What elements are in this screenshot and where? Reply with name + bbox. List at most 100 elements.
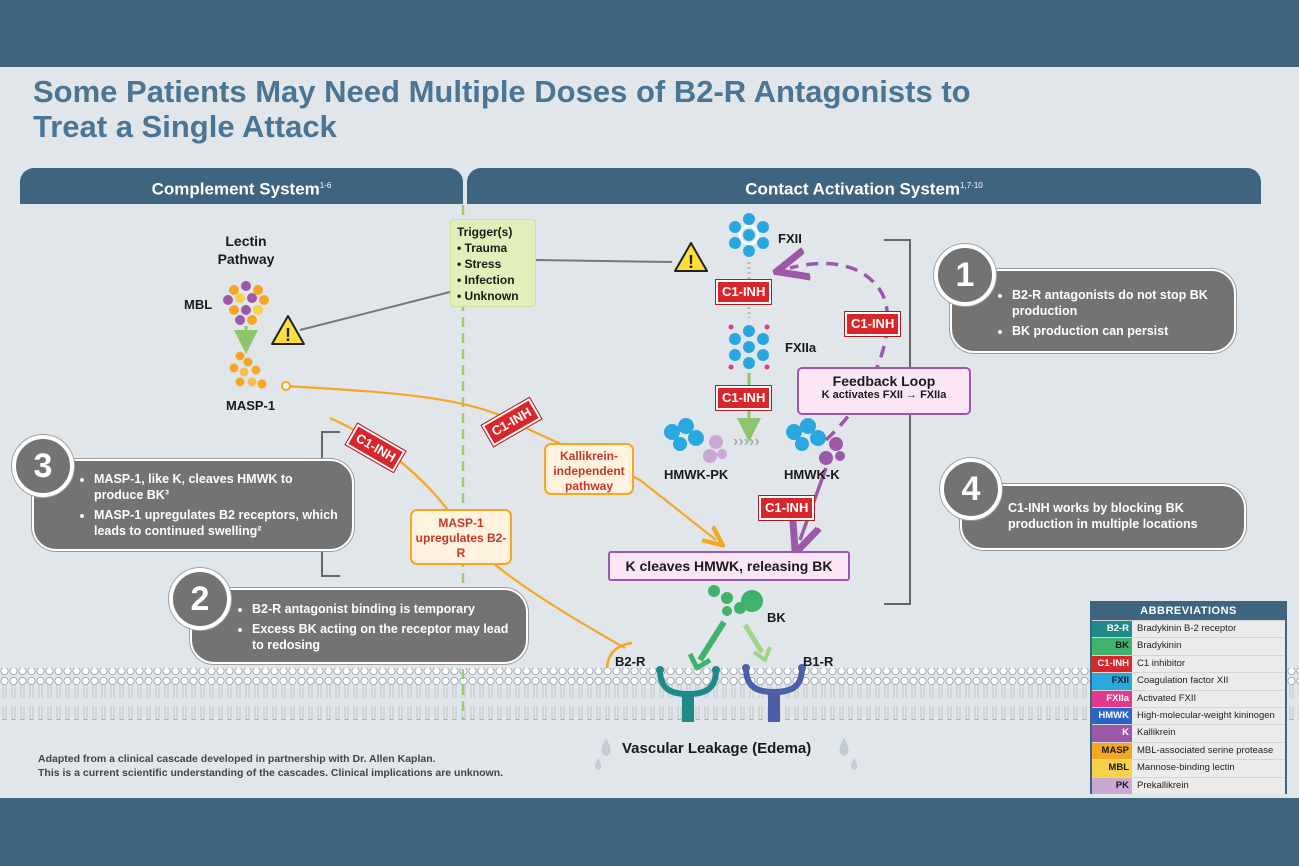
abbreviation-row: B2-R Bradykinin B-2 receptor	[1092, 620, 1285, 638]
b1r-receptor-icon	[742, 664, 806, 722]
abbreviation-description: Bradykinin B-2 receptor	[1137, 623, 1237, 634]
abbreviation-code: PK	[1092, 777, 1132, 794]
abbreviation-code: BK	[1092, 638, 1132, 655]
trigger-box: Trigger(s) Trauma Stress Infection Unkno…	[450, 219, 536, 307]
callout-1: B2-R antagonists do not stop BK producti…	[950, 269, 1236, 353]
kallikrein-independent-text: Kallikrein-independent pathway	[553, 449, 625, 493]
masp-upregulates-text: MASP-1 upregulates B2-R	[415, 516, 507, 560]
c1-inh-badge: C1-INH	[714, 385, 773, 411]
abbreviation-code: MBL	[1092, 760, 1132, 777]
tab-complement-label: Complement System	[151, 179, 320, 199]
k-cleaves-box: K cleaves HMWK, releasing BK	[608, 551, 850, 581]
lectin-pathway-label: Lectin Pathway	[217, 233, 275, 267]
callout-2: B2-R antagonist binding is temporary Exc…	[190, 588, 528, 664]
trigger-line-lectin	[299, 291, 451, 331]
fxii-label: FXII	[778, 231, 802, 246]
fxiia-molecule-icon	[728, 324, 770, 370]
abbreviation-description: Activated FXII	[1137, 692, 1197, 704]
callout-3-number: 3	[12, 435, 74, 497]
fxiia-label: FXIIa	[785, 340, 817, 355]
abbreviation-description: Prekallikrein	[1137, 779, 1189, 791]
callout-4-list: C1-INH works by blocking BK production i…	[1008, 500, 1230, 532]
feedback-loop-arrow	[790, 263, 890, 442]
b2r-label: B2-R	[615, 654, 646, 669]
callout-4-item: C1-INH works by blocking BK production i…	[1008, 501, 1198, 531]
trigger-item: Trauma	[457, 240, 529, 256]
tab-complement-ref: 1-6	[319, 181, 332, 190]
callout-2-number: 2	[169, 568, 231, 630]
vascular-leakage-label: Vascular Leakage (Edema)	[622, 740, 812, 757]
hmwk-pk-label: HMWK-PK	[664, 467, 729, 482]
tab-contact-activation-system: Contact Activation System1,7-10	[467, 168, 1261, 204]
bk-to-b1r-arrow	[742, 623, 765, 654]
callout-3-item: MASP-1, like K, cleaves HMWK to produce …	[94, 471, 338, 503]
feedback-loop-box: Feedback Loop K activates FXII → FXIIa	[797, 367, 971, 415]
callout-3-list: MASP-1, like K, cleaves HMWK to produce …	[80, 471, 338, 539]
warning-icon: !	[674, 242, 708, 272]
masp1-molecule-icon	[229, 351, 267, 389]
trigger-item: Unknown	[457, 288, 529, 304]
abbreviation-description: Bradykinin	[1137, 640, 1182, 652]
svg-text:!: !	[688, 252, 694, 272]
feedback-loop-subtitle: K activates FXII → FXIIa	[821, 389, 947, 401]
tab-contact-label: Contact Activation System	[745, 179, 961, 199]
callout-2-item: Excess BK acting on the receptor may lea…	[252, 621, 512, 653]
abbreviation-description: MBL-associated serine protease	[1137, 744, 1274, 756]
abbreviation-code: C1-INH	[1092, 655, 1132, 673]
abbreviation-row: MBL Mannose-binding lectin	[1092, 759, 1285, 777]
callout-2-item: B2-R antagonist binding is temporary	[252, 601, 512, 617]
trigger-list: Trauma Stress Infection Unknown	[457, 240, 529, 304]
footnote: Adapted from a clinical cascade develope…	[38, 752, 503, 780]
c1-inh-badge: C1-INH	[757, 495, 816, 521]
abbreviation-description: Mannose-binding lectin	[1137, 762, 1235, 774]
footnote-line-1: Adapted from a clinical cascade develope…	[38, 753, 436, 765]
trigger-line-contact	[535, 259, 673, 263]
callout-4: C1-INH works by blocking BK production i…	[960, 484, 1246, 550]
abbreviation-row: FXIIa Activated FXII	[1092, 689, 1285, 707]
tab-complement-system: Complement System1-6	[20, 168, 463, 204]
masp-upregulates-box: MASP-1 upregulates B2-R	[410, 509, 512, 565]
hmwk-conversion-chevrons: ›››››	[733, 433, 760, 450]
trigger-title: Trigger(s)	[457, 225, 513, 239]
callout-4-number: 4	[940, 458, 1002, 520]
abbreviation-code: HMWK	[1092, 707, 1132, 725]
abbreviation-code: FXIIa	[1092, 690, 1132, 707]
c1-inh-badge: C1-INH	[843, 311, 902, 337]
abbreviation-code: B2-R	[1092, 621, 1132, 638]
abbreviation-description: Coagulation factor XII	[1137, 675, 1229, 687]
callout-3: MASP-1, like K, cleaves HMWK to produce …	[32, 459, 354, 551]
callout-1-list: B2-R antagonists do not stop BK producti…	[998, 287, 1220, 339]
svg-text:!: !	[285, 325, 291, 345]
abbreviation-row: HMWK High-molecular-weight kininogen	[1092, 706, 1285, 725]
tab-contact-ref: 1,7-10	[960, 181, 983, 190]
b2r-receptor-icon	[656, 666, 720, 722]
bk-molecule-icon	[708, 585, 763, 616]
trigger-item: Infection	[457, 272, 529, 288]
fxii-molecule-icon	[729, 213, 769, 257]
warning-icon: !	[271, 315, 305, 345]
cell-membrane	[0, 668, 1299, 720]
abbreviation-code: K	[1092, 725, 1132, 742]
bk-to-b2r-arrow	[697, 620, 727, 662]
footnote-line-2: This is a current scientific understandi…	[38, 767, 504, 779]
mbl-label: MBL	[184, 297, 213, 312]
callout-3-item: MASP-1 upregulates B2 receptors, which l…	[94, 507, 338, 539]
masp1-label: MASP-1	[226, 398, 276, 413]
abbreviation-row: PK Prekallikrein	[1092, 776, 1285, 794]
hmwk-k-label: HMWK-K	[784, 467, 840, 482]
abbreviation-description: High-molecular-weight kininogen	[1137, 709, 1275, 721]
droplet-icon	[595, 738, 857, 770]
abbreviation-row: MASP MBL-associated serine protease	[1092, 741, 1285, 760]
b2r-binding-arc	[605, 641, 633, 669]
abbreviation-code: MASP	[1092, 742, 1132, 760]
callout-2-list: B2-R antagonist binding is temporary Exc…	[238, 601, 512, 653]
b1r-label: B1-R	[803, 654, 834, 669]
page-title: Some Patients May Need Multiple Doses of…	[33, 74, 971, 144]
callout-1-item: B2-R antagonists do not stop BK producti…	[1012, 287, 1220, 319]
masp1-origin-dot	[281, 381, 291, 391]
